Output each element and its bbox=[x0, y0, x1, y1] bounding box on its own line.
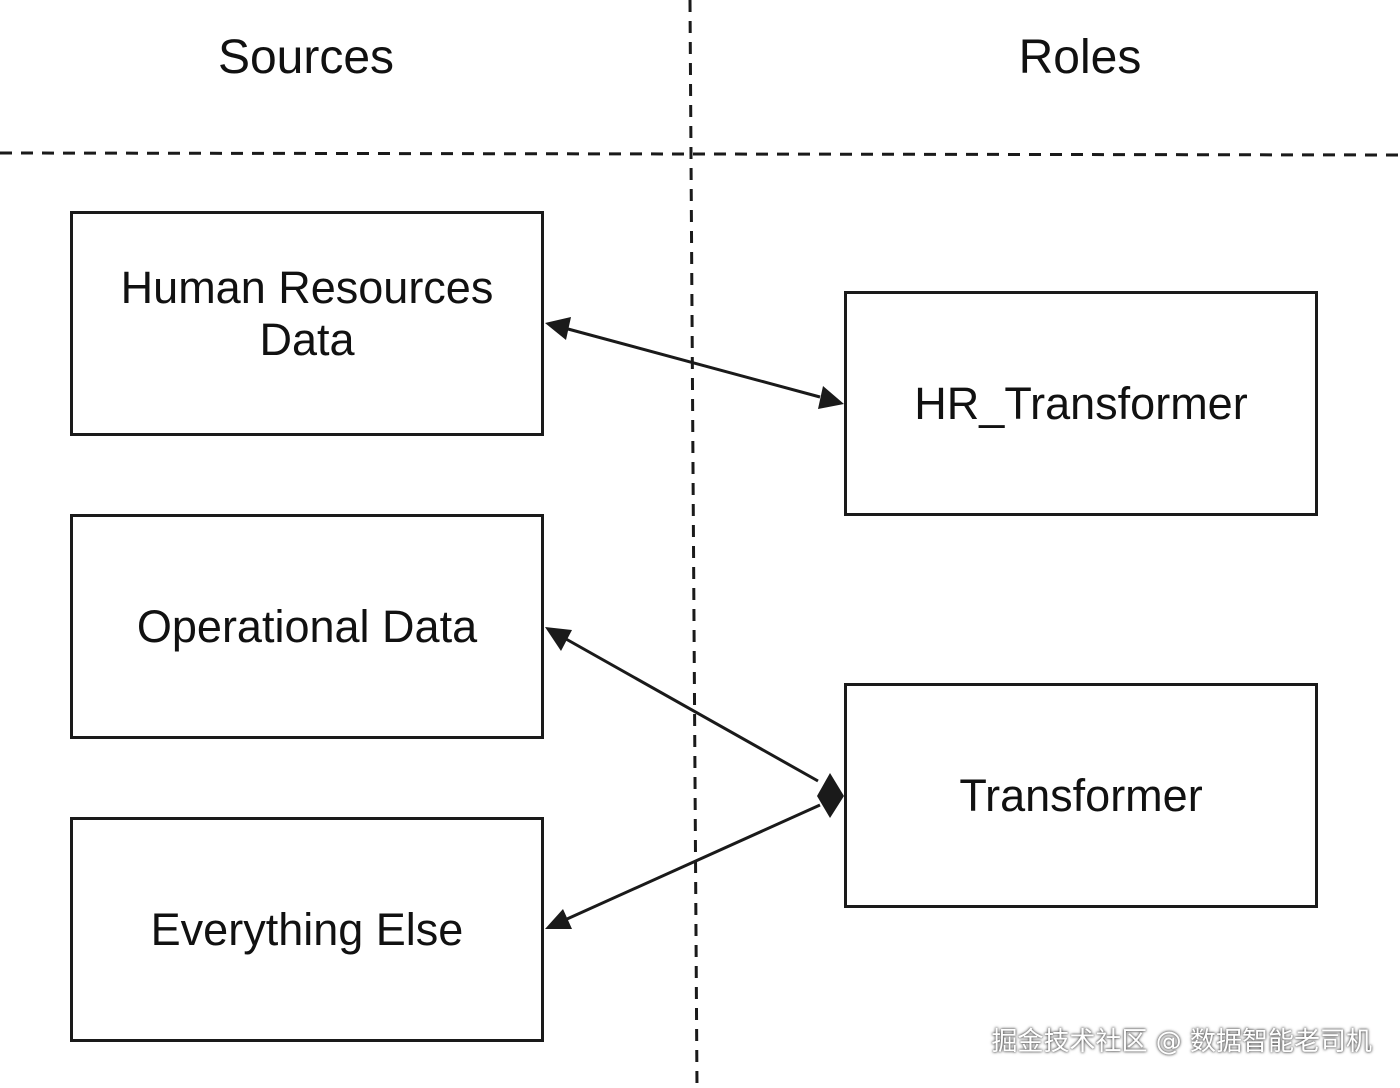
source-box-operational: Operational Data bbox=[70, 514, 544, 739]
connector-hr-to-hrtransformer bbox=[567, 327, 821, 399]
source-box-human-resources: Human Resources Data bbox=[70, 211, 544, 436]
source-label-human-resources: Human Resources Data bbox=[120, 261, 494, 365]
source-label-everything-else: Everything Else bbox=[150, 903, 464, 955]
arrowhead-hr-source bbox=[545, 317, 571, 340]
arrowhead-op-source bbox=[545, 627, 572, 651]
arrowhead-else-source bbox=[545, 909, 572, 929]
watermark-text: 掘金技术社区 @ 数据智能老司机 bbox=[991, 1027, 1372, 1057]
role-box-hr-transformer: HR_Transformer bbox=[844, 291, 1318, 516]
role-label-transformer: Transformer bbox=[959, 769, 1203, 821]
source-label-operational: Operational Data bbox=[136, 600, 478, 652]
arrowhead-hr-role bbox=[818, 386, 844, 409]
diamond-transformer bbox=[817, 773, 844, 818]
source-box-everything-else: Everything Else bbox=[70, 817, 544, 1042]
role-box-transformer: Transformer bbox=[844, 683, 1318, 908]
horizontal-separator bbox=[0, 151, 1400, 157]
vertical-separator bbox=[688, 0, 699, 1088]
connector-op-to-transformer bbox=[565, 637, 819, 783]
sources-header: Sources bbox=[217, 31, 395, 84]
connector-else-to-transformer bbox=[566, 803, 821, 921]
role-label-hr-transformer: HR_Transformer bbox=[914, 377, 1248, 429]
roles-header: Roles bbox=[1018, 31, 1142, 84]
